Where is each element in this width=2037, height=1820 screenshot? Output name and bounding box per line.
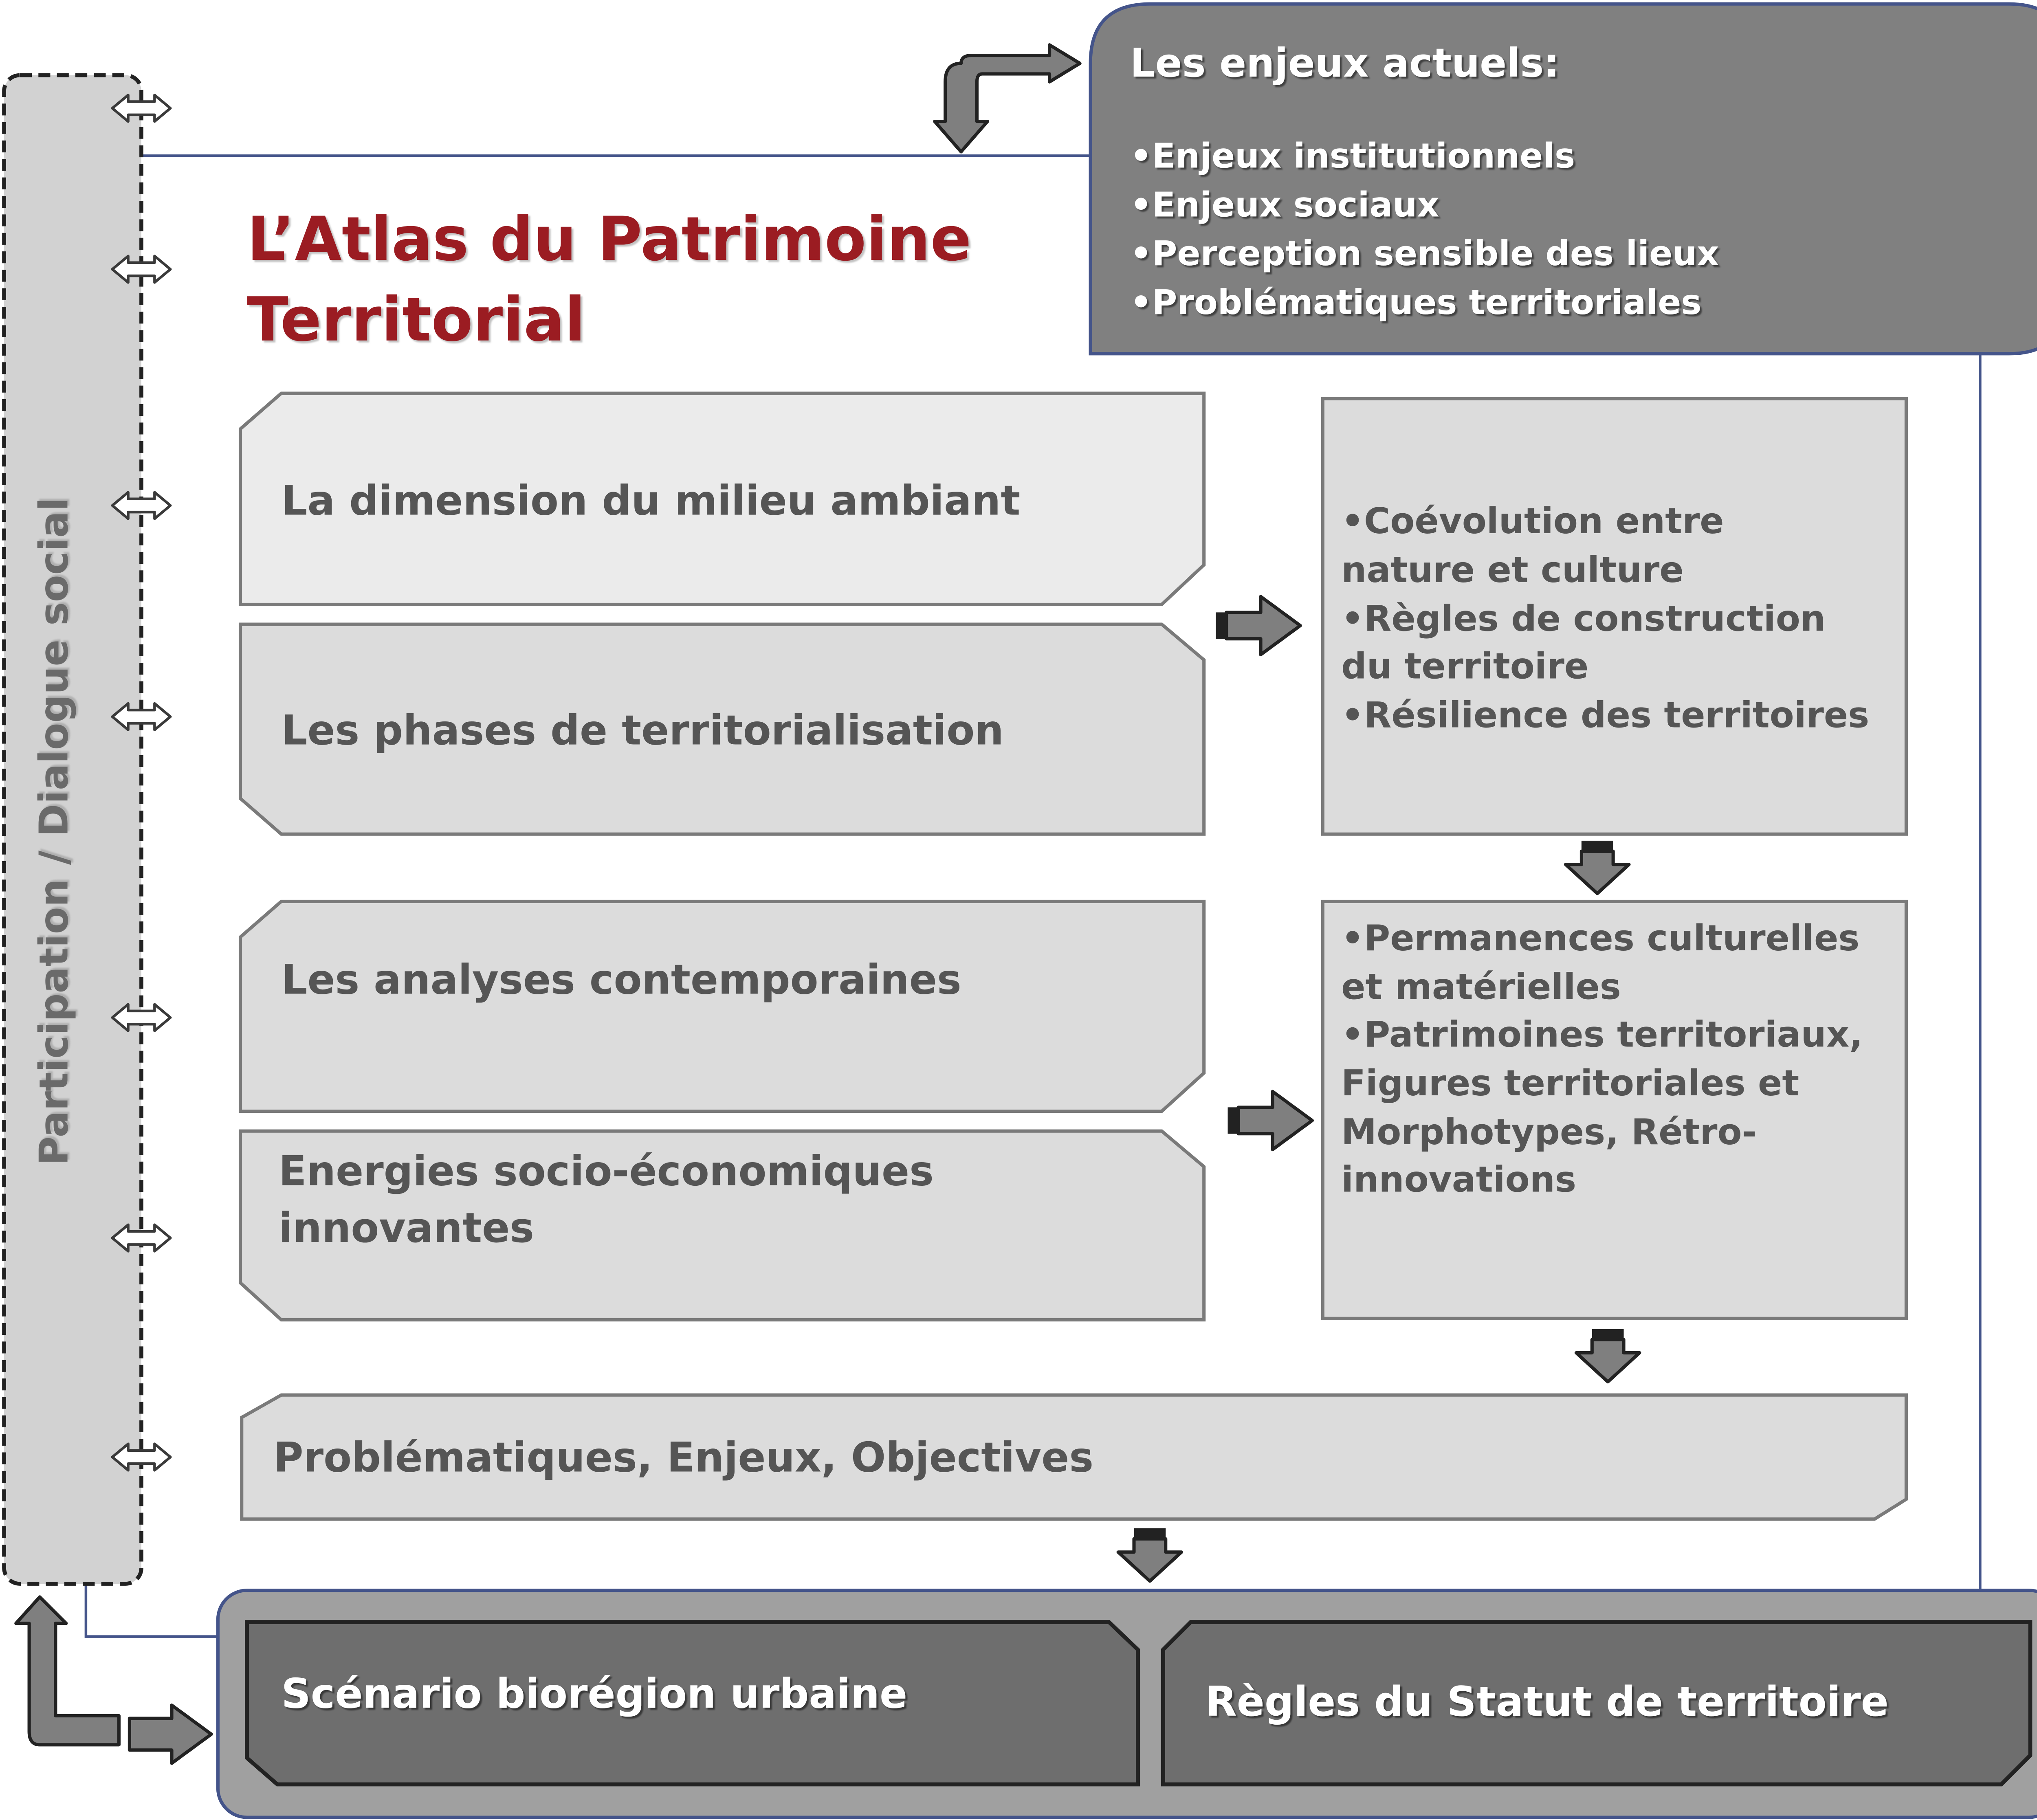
box-energies-line-2: innovantes (279, 1204, 534, 1252)
right-bottom-line: innovations (1341, 1159, 1576, 1200)
bent-arrow-top-icon (933, 43, 1082, 154)
bent-arrow-bottom-icon (14, 1595, 213, 1765)
right-top-line: •Résilience des territoires (1341, 694, 1869, 736)
right-boxes: •Coévolution entre nature et culture •Rè… (1321, 397, 1908, 1320)
sidebar: Participation / Dialogue social (2, 73, 143, 1586)
box-phases-label: Les phases de territorialisation (281, 706, 1003, 754)
scenario-label: Scénario biorégion urbaine (281, 1670, 907, 1718)
enjeux-box: Les enjeux actuels: •Enjeux institutionn… (1089, 2, 2037, 356)
enjeux-heading: Les enjeux actuels: (1130, 40, 1560, 86)
box-analyses-label: Les analyses contemporaines (281, 956, 961, 1004)
right-bottom-line: Figures territoriales et (1341, 1062, 1799, 1104)
right-bottom-line: •Patrimoines territoriaux, (1341, 1013, 1863, 1055)
enjeux-item: •Enjeux institutionnels (1130, 136, 1575, 176)
right-top-line: •Règles de construction (1341, 598, 1826, 640)
sidebar-label: Participation / Dialogue social (31, 497, 77, 1165)
right-top-line: •Coévolution entre (1341, 500, 1724, 542)
right-top-line: du territoire (1341, 645, 1588, 687)
box-milieu-label: La dimension du milieu ambiant (281, 477, 1020, 525)
right-bottom-line: Morphotypes, Rétro- (1341, 1111, 1757, 1153)
bottom-container: Scénario biorégion urbaine Règles du Sta… (216, 1589, 2037, 1819)
frame-lines (84, 154, 1982, 1638)
right-arrow-icon (1228, 1092, 1312, 1150)
enjeux-item: •Enjeux sociaux (1130, 185, 1439, 224)
down-arrow-icon (1576, 1329, 1640, 1382)
down-arrow-icon (1566, 841, 1629, 894)
enjeux-item: •Perception sensible des lieux (1130, 233, 1719, 273)
page-title: L’Atlas du Patrimoine Territorial (247, 204, 971, 355)
enjeux-item: •Problématiques territoriales (1130, 282, 1702, 322)
down-arrow-icon (1118, 1528, 1182, 1581)
wide-box-label: Problématiques, Enjeux, Objectives (273, 1434, 1093, 1481)
regles-label: Règles du Statut de territoire (1205, 1678, 1888, 1725)
right-arrow-icon (1216, 596, 1300, 655)
wide-box: Problématiques, Enjeux, Objectives (240, 1393, 1908, 1521)
right-bottom-line: •Permanences culturelles (1341, 917, 1859, 959)
title-line-2: Territorial (247, 285, 585, 355)
box-energies-line-1: Energies socio-économiques (279, 1147, 934, 1195)
title-line-1: L’Atlas du Patrimoine (247, 204, 971, 275)
right-top-line: nature et culture (1341, 549, 1684, 591)
right-bottom-line: et matérielles (1341, 966, 1621, 1008)
left-boxes: La dimension du milieu ambiant Les phase… (238, 391, 1206, 1322)
enjeux-list: •Enjeux institutionnels •Enjeux sociaux … (1130, 136, 1719, 322)
